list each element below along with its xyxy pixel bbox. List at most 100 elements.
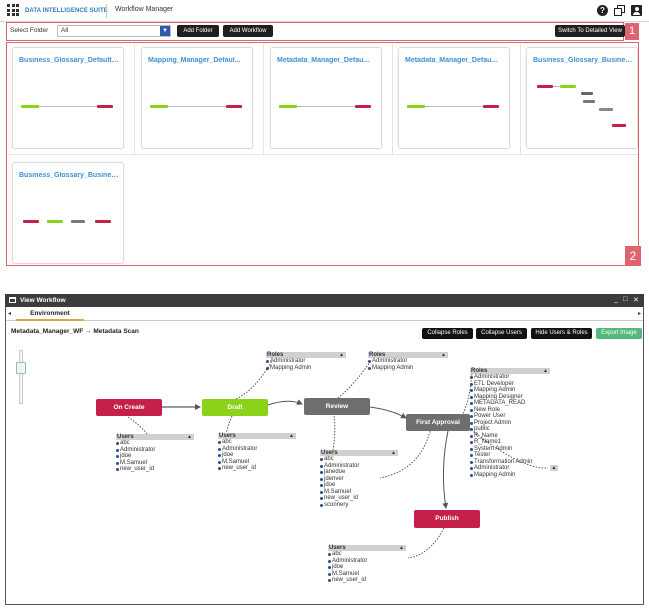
panel-header[interactable]: Roles ▲ [368, 352, 448, 358]
panel-header[interactable]: Roles▲ [266, 352, 346, 358]
app-grid-icon[interactable] [7, 4, 19, 16]
collapse-triangle-icon[interactable]: ▲ [399, 545, 404, 551]
panel-list-item: Administrator [328, 558, 406, 565]
panel-list-item: Transformation Admin [470, 459, 550, 466]
documents-icon[interactable] [614, 5, 625, 16]
tab-environment[interactable]: Environment [16, 308, 84, 321]
panel-list-item: Administrator [266, 358, 346, 365]
panel-list-item: new_user_id [320, 495, 398, 502]
panel-title: Roles [369, 352, 386, 358]
minimize-icon[interactable]: _ [614, 296, 618, 303]
tab-scroll-right-icon[interactable]: ▸ [638, 311, 642, 317]
window-icon [9, 297, 16, 303]
panel-list-item: Administrator [218, 446, 296, 453]
workflow-card[interactable]: Business_Glossary_Default_... [12, 47, 124, 149]
panel-list-item: abc [116, 440, 194, 447]
collapse-users-button[interactable]: Collapse Users [476, 328, 527, 339]
panel-header[interactable]: Users▲ [218, 433, 296, 439]
user-profile-icon[interactable] [631, 5, 642, 16]
node-on-create[interactable]: On Create [96, 399, 162, 416]
panel-list-item: Administrator [320, 463, 398, 470]
add-workflow-button[interactable]: Add Workflow [223, 25, 273, 37]
panel-list-item: Administrator [116, 447, 194, 454]
node-draft[interactable]: Draft [202, 399, 268, 416]
maximize-icon[interactable]: □ [623, 296, 628, 303]
workflow-card[interactable]: Business_Glossary_Business... [526, 47, 638, 149]
panel-list-item: abc [328, 551, 406, 558]
mini-node [95, 220, 111, 223]
collapse-triangle-icon[interactable]: ▲ [187, 434, 192, 440]
collapse-triangle-icon[interactable]: ▲ [289, 433, 294, 439]
transition-arrow [369, 406, 407, 419]
help-icon[interactable]: ? [597, 5, 608, 16]
folder-select[interactable]: All [57, 25, 171, 37]
panel-list-item: Mapping Admin [470, 387, 550, 394]
add-folder-button[interactable]: Add Folder [177, 25, 219, 37]
tab-scroll-left-icon[interactable]: ◂ [8, 311, 12, 317]
panel-title: Users [329, 545, 346, 551]
node-publish[interactable]: Publish [414, 510, 480, 528]
panel-list-item: abc [320, 456, 398, 463]
collapse-triangle-icon[interactable]: ▲ [391, 450, 396, 456]
role-link [461, 371, 473, 417]
collapse-triangle-icon[interactable]: ▲ [339, 352, 344, 358]
zoom-slider-handle[interactable] [16, 362, 26, 374]
node-first-approval[interactable]: First Approval [406, 414, 470, 431]
callout-marker-1: 1 [625, 23, 639, 40]
collapse-roles-button[interactable]: Collapse Roles [422, 328, 473, 339]
panel-list-item: Administrator [470, 465, 550, 472]
panel-header[interactable]: Users ▲ [328, 545, 406, 551]
collapse-triangle-icon[interactable]: ▲ [441, 352, 446, 358]
workflow-card[interactable]: Metadata_Manager_Defau... [270, 47, 382, 149]
brand-name: DATA INTELLIGENCE SUITE [25, 8, 108, 14]
panel-list-item: Mapping Admin [368, 365, 448, 372]
panel-list-item: public [470, 426, 550, 433]
switch-detailed-view-button[interactable]: Switch To Detailed View [555, 25, 625, 37]
panel-list-item: Mapping Admin [470, 472, 550, 479]
panel-list-item: janedoe [320, 469, 398, 476]
chevron-down-icon[interactable]: ▼ [160, 26, 170, 36]
panel-header[interactable]: Users▲ [116, 434, 194, 440]
view-workflow-title: View Workflow [20, 297, 66, 304]
export-image-button[interactable]: Export Image [596, 328, 642, 339]
panel-list-item: new_user_id [218, 465, 296, 472]
role-link [337, 361, 371, 399]
panel-list-item: METADATA_READ [470, 400, 550, 407]
close-icon[interactable]: ✕ [633, 297, 639, 304]
panel-list-item: Administrator [470, 374, 550, 381]
panel-header[interactable]: Roles▲ [470, 368, 550, 374]
hide-users-roles-button[interactable]: Hide Users & Roles [531, 328, 592, 339]
panel-list-item: sconnery [320, 502, 398, 509]
panel-list-item: New Role [470, 407, 550, 414]
collapse-triangle-icon[interactable]: ▲ [543, 368, 548, 374]
workflow-card[interactable]: Metadata_Manager_Defau... [398, 47, 510, 149]
workflow-card[interactable]: Mapping_Manager_Defaul... [141, 47, 253, 149]
zoom-slider[interactable] [19, 350, 23, 404]
panel-list-item: M.Samuel [328, 571, 406, 578]
grid-divider [134, 44, 135, 154]
mini-node [612, 124, 626, 127]
mini-node [47, 220, 63, 223]
panel-list-item: ETL Developer [470, 381, 550, 388]
mini-node [226, 105, 242, 108]
panel-list-item: new_user_id [116, 466, 194, 473]
node-review[interactable]: Review [304, 398, 370, 415]
module-title: Workflow Manager [115, 6, 174, 13]
role-link [463, 423, 549, 469]
collapse-triangle-icon[interactable]: ▲ [550, 465, 558, 471]
workflow-card[interactable]: Business_Glossary_Business... [12, 162, 124, 264]
panel-title: Users [321, 450, 338, 456]
callout-marker-2: 2 [625, 246, 641, 266]
user-link [332, 415, 336, 451]
mini-node [560, 85, 576, 88]
grid-divider [8, 154, 638, 155]
panel-header[interactable]: Users ▲ [320, 450, 398, 456]
